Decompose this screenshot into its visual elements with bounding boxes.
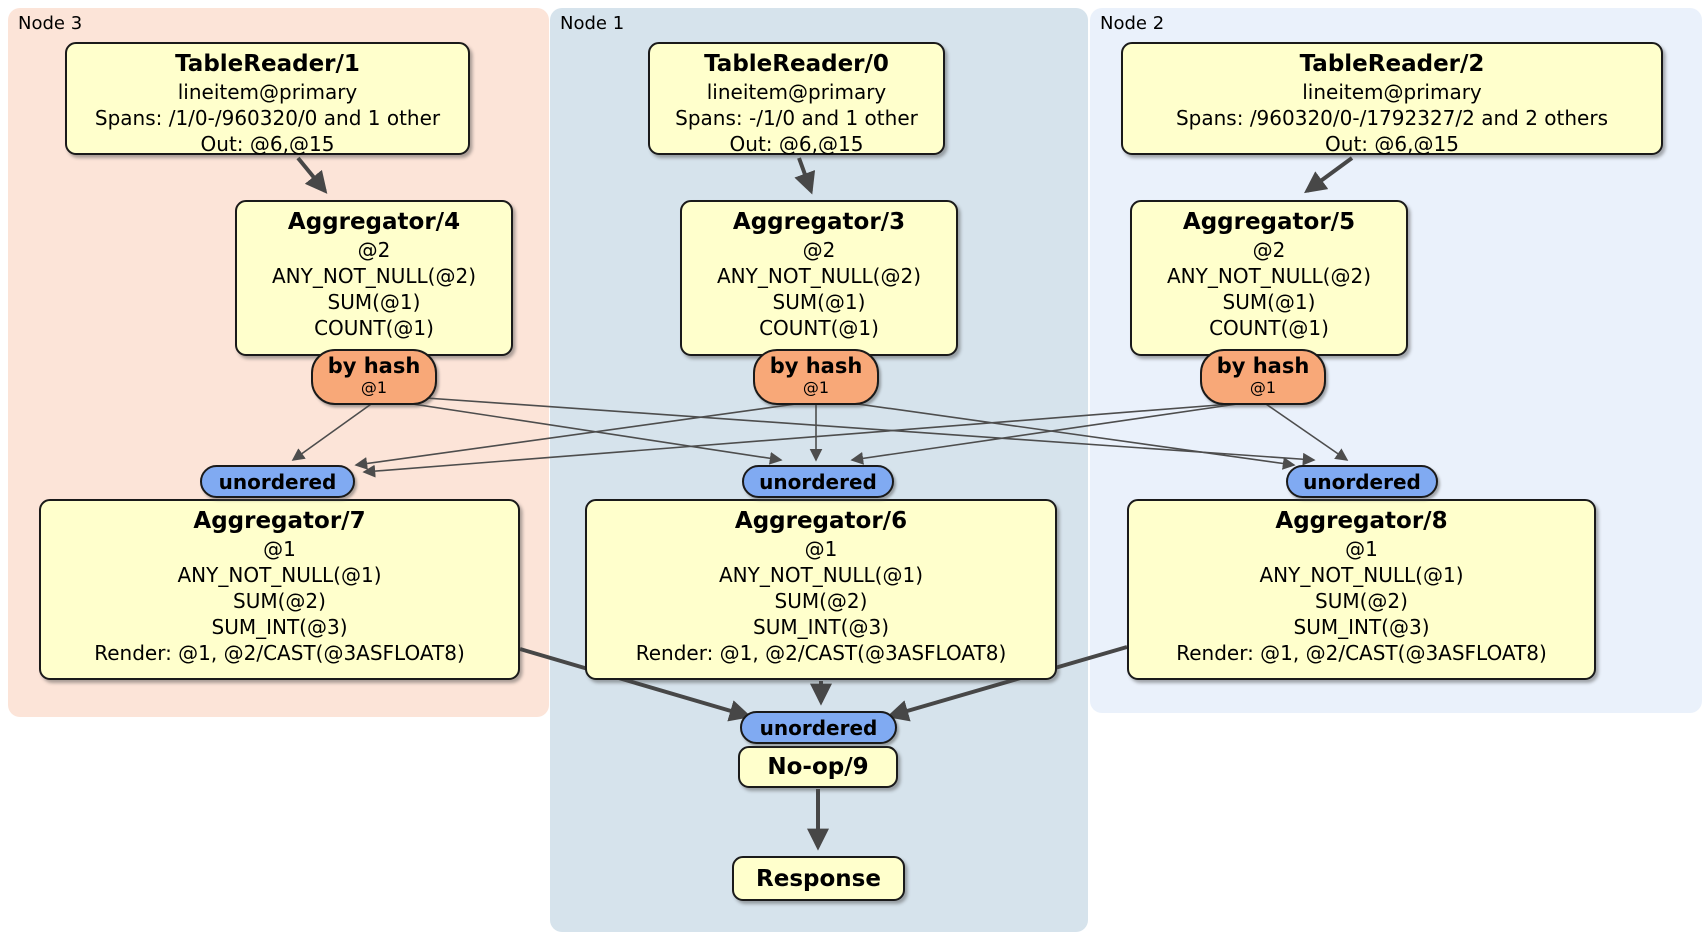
node-detail-line: SUM(@2) — [1315, 589, 1408, 613]
node-detail-line: Spans: /1/0-/960320/0 and 1 other — [94, 106, 441, 130]
node-detail-line: Render: @1, @2/CAST(@3ASFLOAT8) — [1176, 641, 1547, 665]
node-detail-line: SUM_INT(@3) — [1293, 615, 1430, 639]
node-title: No-op/9 — [767, 754, 869, 780]
sync-label: unordered — [759, 469, 877, 494]
node-detail-line: @1 — [263, 537, 296, 561]
node-detail-line: lineitem@primary — [177, 80, 358, 104]
node-title: Aggregator/7 — [193, 508, 366, 534]
unordered-sync-6: unordered — [742, 465, 894, 498]
node-detail-line: Out: @6,@15 — [200, 132, 335, 156]
node-detail-line: ANY_NOT_NULL(@2) — [272, 264, 476, 288]
node-detail-line: SUM_INT(@3) — [211, 615, 348, 639]
node1-region-label: Node 1 — [560, 13, 625, 34]
router-label: by hash — [327, 354, 421, 378]
node-detail-line: ANY_NOT_NULL(@1) — [1259, 563, 1464, 587]
aggregator-7-node: Aggregator/7 @1 ANY_NOT_NULL(@1) SUM(@2)… — [39, 499, 520, 680]
node-detail-line: @2 — [802, 238, 836, 262]
router-key: @1 — [802, 378, 830, 397]
node-detail-line: ANY_NOT_NULL(@2) — [717, 264, 921, 288]
unordered-sync-9: unordered — [740, 711, 897, 744]
node-detail-line: lineitem@primary — [1302, 80, 1482, 104]
aggregator-8-node: Aggregator/8 @1 ANY_NOT_NULL(@1) SUM(@2)… — [1127, 499, 1596, 680]
node-title: Aggregator/6 — [734, 508, 908, 534]
node-detail-line: SUM(@2) — [233, 589, 326, 613]
unordered-sync-7: unordered — [200, 465, 355, 498]
tablereader-0-node: TableReader/0 lineitem@primary Spans: -/… — [648, 42, 945, 156]
node-detail-line: SUM(@1) — [772, 290, 866, 314]
aggregator-3-node: Aggregator/3 @2 ANY_NOT_NULL(@2) SUM(@1)… — [680, 200, 958, 356]
node-title: Aggregator/4 — [287, 209, 461, 235]
node-title: TableReader/2 — [1299, 51, 1485, 77]
node-title: Response — [756, 865, 881, 892]
node-detail-line: Spans: /960320/0-/1792327/2 and 2 others — [1175, 106, 1608, 130]
node-detail-line: SUM(@1) — [1222, 290, 1316, 314]
node-detail-line: Render: @1, @2/CAST(@3ASFLOAT8) — [635, 641, 1007, 665]
tablereader-2-node: TableReader/2 lineitem@primary Spans: /9… — [1121, 42, 1663, 156]
aggregator-6-node: Aggregator/6 @1 ANY_NOT_NULL(@1) SUM(@2)… — [585, 499, 1057, 680]
node-detail-line: COUNT(@1) — [1209, 316, 1329, 340]
router-label: by hash — [1216, 354, 1310, 378]
node-detail-line: ANY_NOT_NULL(@1) — [177, 563, 382, 587]
node-detail-line: @1 — [1345, 537, 1378, 561]
response-node: Response — [732, 856, 905, 901]
by-hash-router-4: by hash @1 — [311, 349, 437, 405]
node-detail-line: COUNT(@1) — [759, 316, 879, 340]
node-detail-line: SUM_INT(@3) — [753, 615, 889, 639]
tablereader-1-node: TableReader/1 lineitem@primary Spans: /1… — [65, 42, 470, 156]
node-title: TableReader/1 — [175, 51, 360, 77]
node-detail-line: @1 — [804, 537, 838, 561]
node-title: TableReader/0 — [704, 51, 889, 77]
node-detail-line: ANY_NOT_NULL(@1) — [719, 563, 923, 587]
node-detail-line: Spans: -/1/0 and 1 other — [675, 106, 918, 130]
router-key: @1 — [1249, 378, 1277, 397]
node-detail-line: @2 — [357, 238, 391, 262]
sync-label: unordered — [218, 469, 337, 494]
node2-region-label: Node 2 — [1100, 13, 1165, 34]
node-detail-line: SUM(@1) — [327, 290, 421, 314]
node-detail-line: COUNT(@1) — [314, 316, 434, 340]
sync-label: unordered — [1303, 469, 1421, 494]
node-detail-line: SUM(@2) — [774, 589, 868, 613]
node-detail-line: lineitem@primary — [706, 80, 887, 104]
by-hash-router-5: by hash @1 — [1200, 349, 1326, 405]
node-title: Aggregator/5 — [1182, 209, 1356, 235]
node-title: Aggregator/8 — [1275, 508, 1448, 534]
node-detail-line: Render: @1, @2/CAST(@3ASFLOAT8) — [94, 641, 465, 665]
node-detail-line: ANY_NOT_NULL(@2) — [1167, 264, 1371, 288]
aggregator-4-node: Aggregator/4 @2 ANY_NOT_NULL(@2) SUM(@1)… — [235, 200, 513, 356]
sync-label: unordered — [759, 715, 878, 740]
router-label: by hash — [769, 354, 863, 378]
node-detail-line: @2 — [1252, 238, 1286, 262]
router-key: @1 — [360, 378, 388, 397]
unordered-sync-8: unordered — [1286, 465, 1438, 498]
node3-region-label: Node 3 — [18, 13, 83, 34]
aggregator-5-node: Aggregator/5 @2 ANY_NOT_NULL(@2) SUM(@1)… — [1130, 200, 1408, 356]
noop-9-node: No-op/9 — [738, 746, 898, 788]
by-hash-router-3: by hash @1 — [753, 349, 879, 405]
node-detail-line: Out: @6,@15 — [729, 132, 864, 156]
node-title: Aggregator/3 — [732, 209, 906, 235]
node-detail-line: Out: @6,@15 — [1325, 132, 1459, 156]
